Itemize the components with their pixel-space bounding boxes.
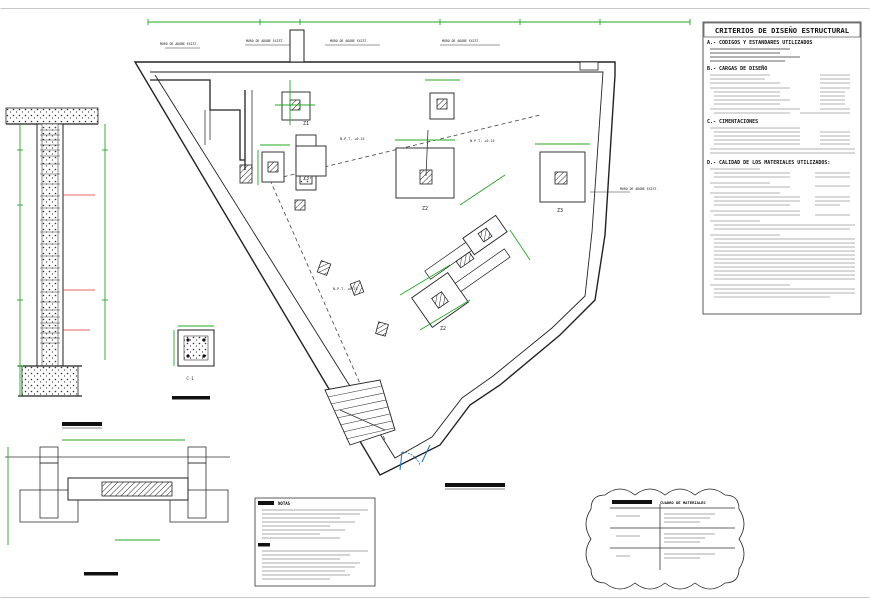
- materials-table: CUADRO DE MATERIALES: [585, 488, 745, 590]
- design-criteria-panel: CRITERIOS DE DISEÑO ESTRUCTURAL A.- CODI…: [702, 21, 862, 315]
- criteria-title: CRITERIOS DE DISEÑO ESTRUCTURAL: [715, 26, 850, 35]
- wall-note-3: MURO DE ADOBE EXIST.: [442, 39, 480, 43]
- level-note-2: N.P.T. +0.15: [470, 139, 495, 143]
- column-elevation-detail: [5, 107, 108, 429]
- criteria-section-c: C.- CIMENTACIONES: [707, 119, 758, 125]
- level-note-3: N.P.T. +0.15: [333, 287, 358, 291]
- footing-label-z2b: Z2: [440, 326, 446, 332]
- footing-label-z3a: Z3: [303, 176, 309, 182]
- stair-run: [324, 379, 396, 446]
- footing-label-z3b: Z3: [557, 208, 563, 214]
- foundation-section-detail: [5, 439, 230, 576]
- foundation-floor-plan: Z1 Z3 Z2 Z2 Z3 MURO DE ADOBE EXIST. MURO…: [133, 19, 691, 490]
- criteria-section-a: A.- CODIGOS Y ESTANDARES UTILIZADOS: [707, 40, 812, 46]
- column-section-detail: C-1: [172, 325, 215, 400]
- footing-label-z1: Z1: [303, 121, 309, 127]
- materials-title: CUADRO DE MATERIALES: [660, 500, 706, 505]
- wall-note-4: MURO DE ADOBE EXIST.: [160, 42, 198, 46]
- wall-note-5: MURO DE ADOBE EXIST.: [620, 187, 658, 191]
- column-label: C-1: [186, 376, 194, 381]
- footing-label-z2a: Z2: [422, 206, 428, 212]
- notes-title: NOTAS: [278, 501, 291, 506]
- criteria-section-d: D.- CALIDAD DE LOS MATERIALES UTILIZADOS…: [707, 160, 830, 166]
- door-swing: [399, 444, 431, 471]
- general-notes-panel: NOTAS: [254, 497, 376, 587]
- wall-note-2: MURO DE ADOBE EXIST.: [330, 39, 368, 43]
- wall-note-1: MURO DE ADOBE EXIST.: [246, 39, 284, 43]
- criteria-section-b: B.- CARGAS DE DISEÑO: [707, 65, 767, 72]
- level-note-1: N.P.T. +0.15: [340, 137, 365, 141]
